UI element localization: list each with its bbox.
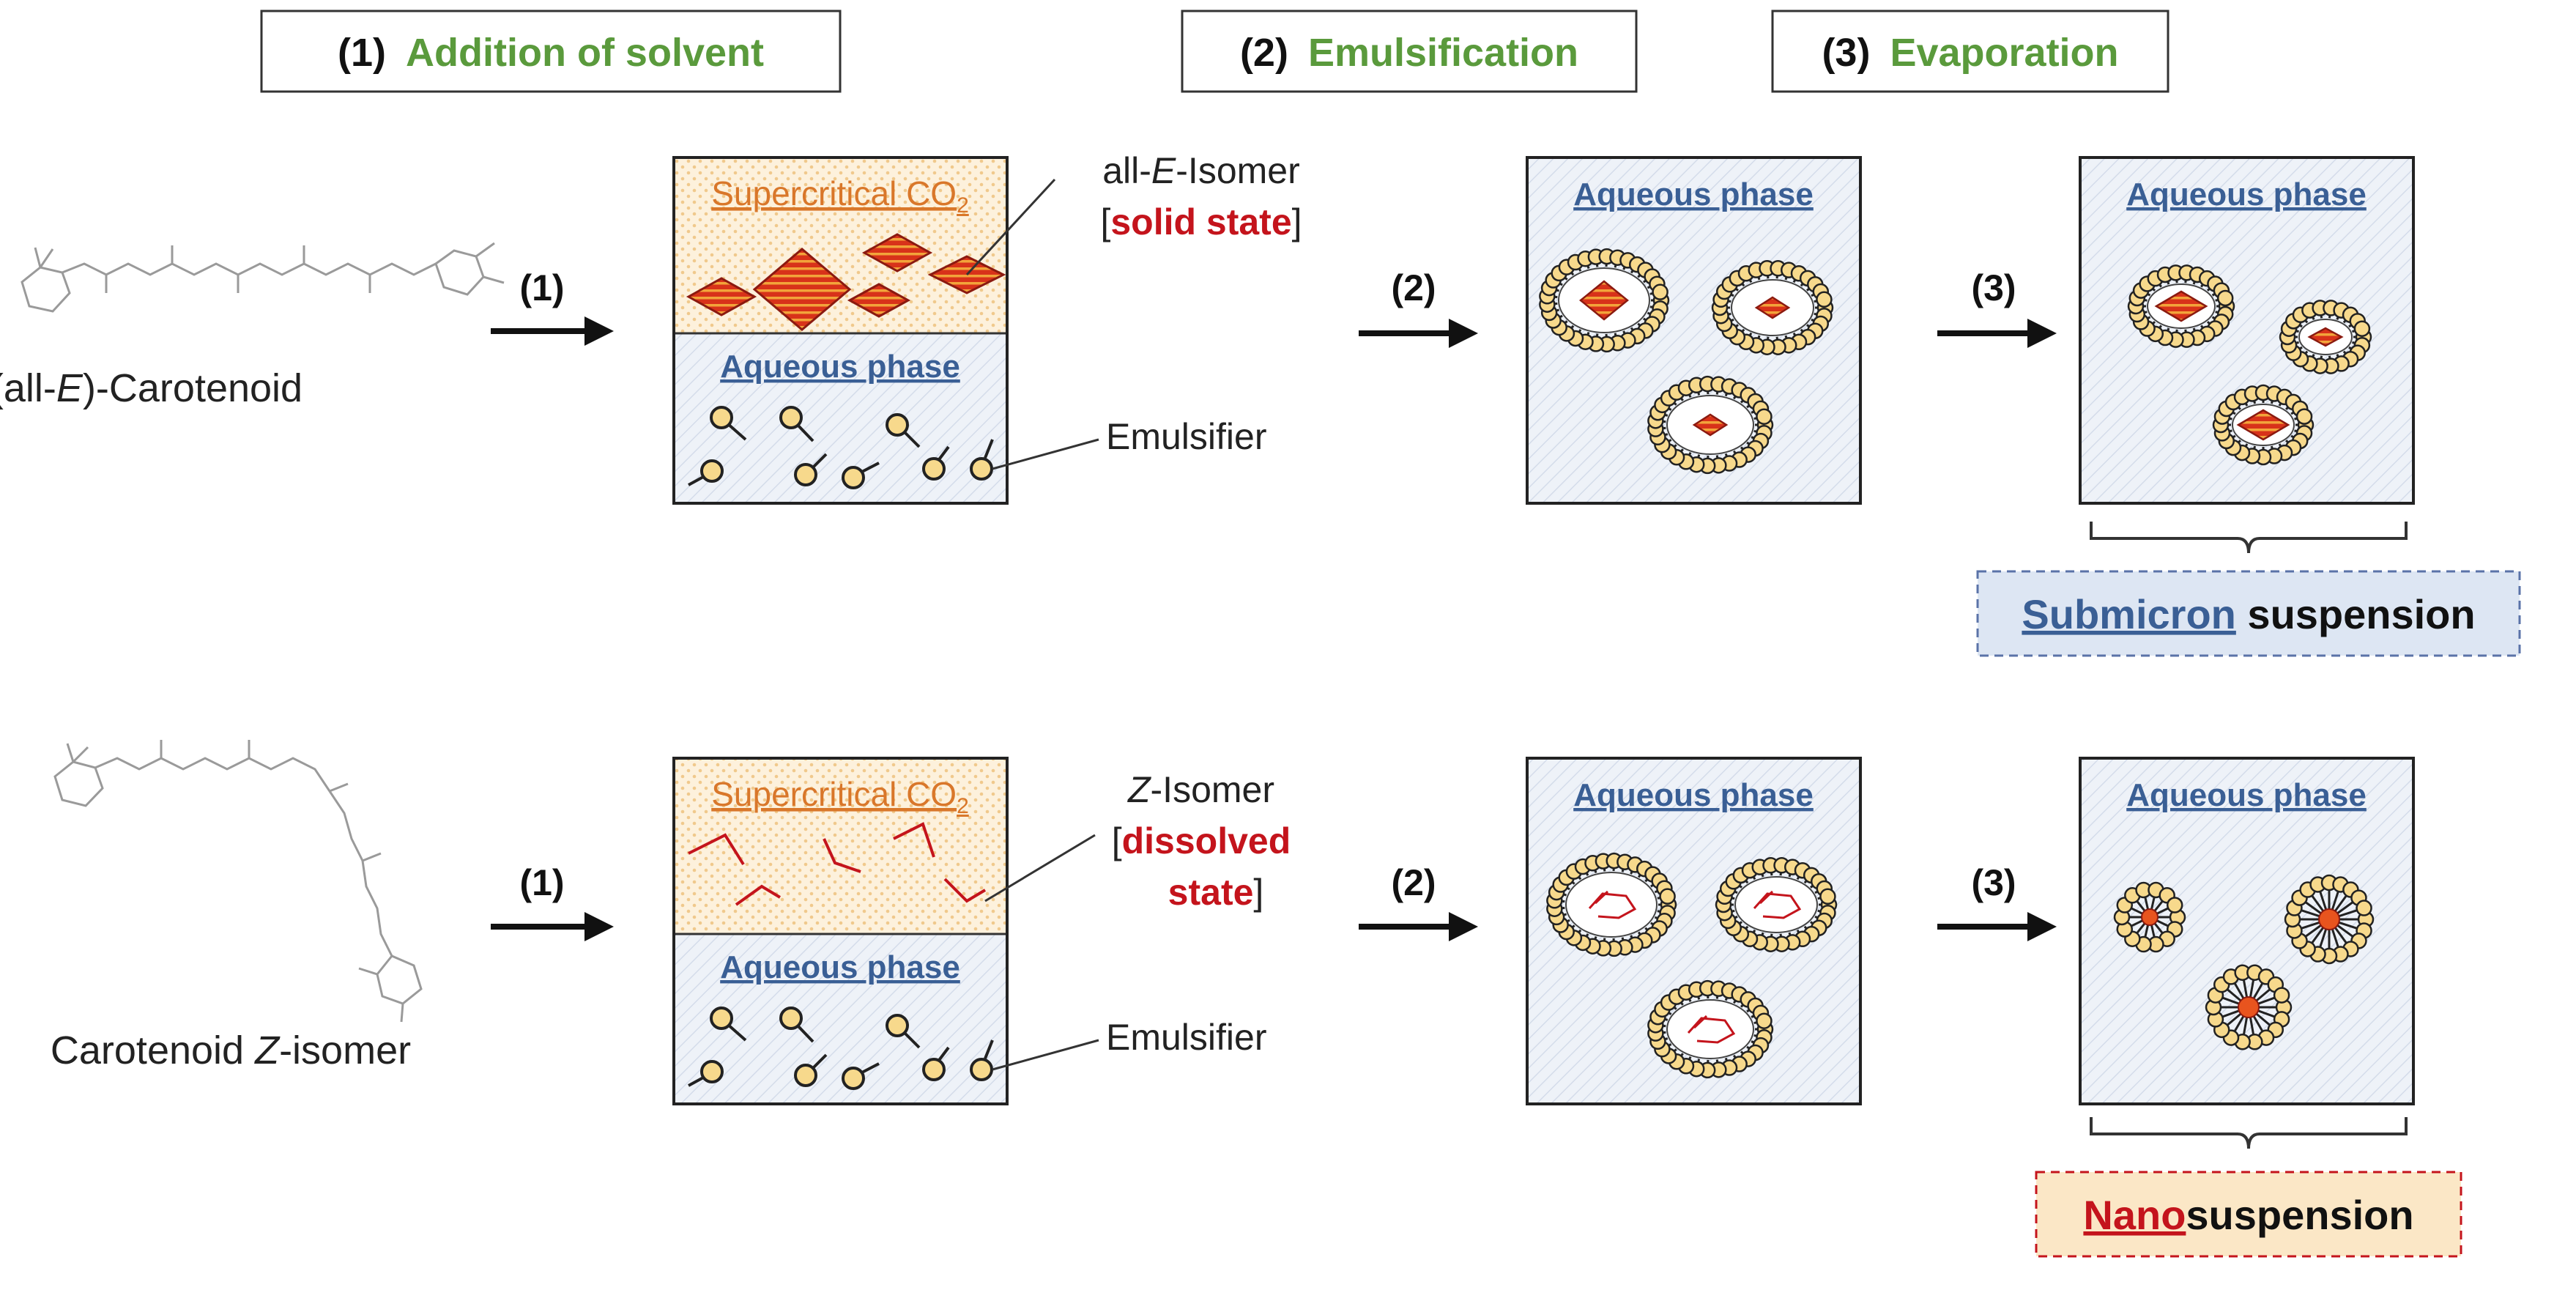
arrow-step-3-bottom: (3) bbox=[1937, 862, 2057, 941]
step-1-number: (1) bbox=[338, 31, 386, 75]
evaporated-box-bottom: Aqueous phase bbox=[2079, 757, 2415, 1105]
emulsion-box-top: Aqueous phase bbox=[1526, 156, 1862, 505]
arrow-step-2-bottom: (2) bbox=[1359, 862, 1478, 941]
emulsion-droplets-bottom bbox=[1546, 852, 1838, 1079]
aqueous-phase-label: Aqueous phase bbox=[720, 349, 960, 385]
arrow-step-1-top: (1) bbox=[491, 267, 614, 346]
solvent-box-top: Supercritical CO2 Aqueous phase bbox=[672, 156, 1009, 505]
supercritical-co2-label: Supercritical CO2 bbox=[711, 775, 969, 818]
micelle-icon bbox=[2284, 874, 2375, 965]
state-label-top: [solid state] bbox=[1100, 201, 1302, 242]
compound-label-z: Carotenoid Z-isomer bbox=[51, 1028, 411, 1072]
emulsifier-label-bottom: Emulsifier bbox=[1106, 1017, 1266, 1058]
step-2-number: (2) bbox=[1240, 31, 1288, 75]
svg-text:(1) Addition of solvent: (1) Addition of solvent bbox=[338, 31, 764, 75]
step-header-2: (2) Emulsification bbox=[1181, 10, 1638, 93]
dissolved-isomer-icon bbox=[688, 822, 987, 906]
isomer-label-bottom: Z-Isomer bbox=[1127, 769, 1274, 810]
emulsion-box-bottom: Aqueous phase bbox=[1526, 757, 1862, 1105]
step-3-number: (3) bbox=[1822, 31, 1870, 75]
arrow-label: (2) bbox=[1391, 267, 1436, 308]
submicron-particles bbox=[2127, 264, 2372, 466]
isomer-pointer-line bbox=[965, 178, 1056, 276]
brace-top bbox=[2090, 522, 2408, 554]
droplet-icon bbox=[2127, 264, 2235, 348]
aqueous-phase-label: Aqueous phase bbox=[2126, 177, 2367, 212]
droplet-icon bbox=[2279, 300, 2372, 374]
droplet-icon bbox=[1711, 260, 1834, 355]
arrow-label: (1) bbox=[519, 267, 564, 308]
emulsifier-molecule-icon bbox=[688, 1007, 994, 1090]
step-header-3: (3) Evaporation bbox=[1771, 10, 2169, 93]
compound-label-all-e: (all-E)-Carotenoid bbox=[0, 366, 302, 410]
emulsifier-molecule-icon bbox=[688, 406, 994, 489]
svg-text:(2) Emulsification: (2) Emulsification bbox=[1240, 31, 1578, 75]
nano-result-box: Nanosuspension bbox=[2035, 1171, 2462, 1258]
droplet-icon bbox=[1647, 375, 1774, 475]
droplet-icon bbox=[1546, 852, 1677, 957]
droplet-icon bbox=[2212, 384, 2315, 466]
step-header-1: (1) Addition of solvent bbox=[260, 10, 842, 93]
arrow-step-1-bottom: (1) bbox=[491, 862, 614, 941]
droplet-icon bbox=[1647, 979, 1774, 1079]
arrow-label: (3) bbox=[1971, 267, 2016, 308]
all-e-carotenoid-structure-icon bbox=[21, 242, 505, 313]
submicron-result-box: Submicron suspension bbox=[1976, 570, 2521, 657]
arrow-label: (1) bbox=[519, 862, 564, 903]
state-label-bottom-line1: [dissolved bbox=[1112, 820, 1291, 861]
submicron-result-label: Submicron suspension bbox=[2022, 591, 2475, 637]
arrow-step-3-top: (3) bbox=[1937, 267, 2057, 348]
isomer-pointer-line bbox=[984, 834, 1096, 902]
micelle-icon bbox=[2113, 881, 2186, 953]
micelle-icon bbox=[2205, 964, 2293, 1050]
emulsifier-pointer-line bbox=[992, 1039, 1099, 1071]
svg-text:(3) Evaporation: (3) Evaporation bbox=[1822, 31, 2118, 75]
aqueous-phase-label: Aqueous phase bbox=[2126, 777, 2367, 813]
step-1-name: Addition of solvent bbox=[406, 31, 764, 75]
droplet-icon bbox=[1715, 857, 1838, 952]
arrow-label: (2) bbox=[1391, 862, 1436, 903]
emulsion-droplets-top bbox=[1539, 248, 1834, 475]
brace-bottom bbox=[2090, 1117, 2408, 1149]
aqueous-phase-label: Aqueous phase bbox=[1573, 777, 1814, 813]
emulsifier-pointer-line bbox=[992, 438, 1099, 470]
solvent-box-bottom: Supercritical CO2 Aqueous phase bbox=[672, 757, 1009, 1105]
arrow-step-2-top: (2) bbox=[1359, 267, 1478, 348]
arrow-label: (3) bbox=[1971, 862, 2016, 903]
nano-particles bbox=[2113, 874, 2375, 1050]
evaporated-box-top: Aqueous phase bbox=[2079, 156, 2415, 505]
aqueous-phase-label: Aqueous phase bbox=[720, 949, 960, 985]
aqueous-phase-label: Aqueous phase bbox=[1573, 177, 1814, 212]
step-2-name: Emulsification bbox=[1308, 31, 1578, 75]
emulsifier-label-top: Emulsifier bbox=[1106, 416, 1266, 457]
nano-result-label: Nanosuspension bbox=[2083, 1192, 2413, 1238]
isomer-label-top: all-E-Isomer bbox=[1102, 150, 1300, 191]
droplet-icon bbox=[1539, 248, 1670, 353]
step-3-name: Evaporation bbox=[1890, 31, 2118, 75]
state-label-bottom-line2: state] bbox=[1168, 872, 1264, 913]
z-carotenoid-structure-icon bbox=[53, 740, 423, 1023]
supercritical-co2-label: Supercritical CO2 bbox=[711, 174, 969, 218]
